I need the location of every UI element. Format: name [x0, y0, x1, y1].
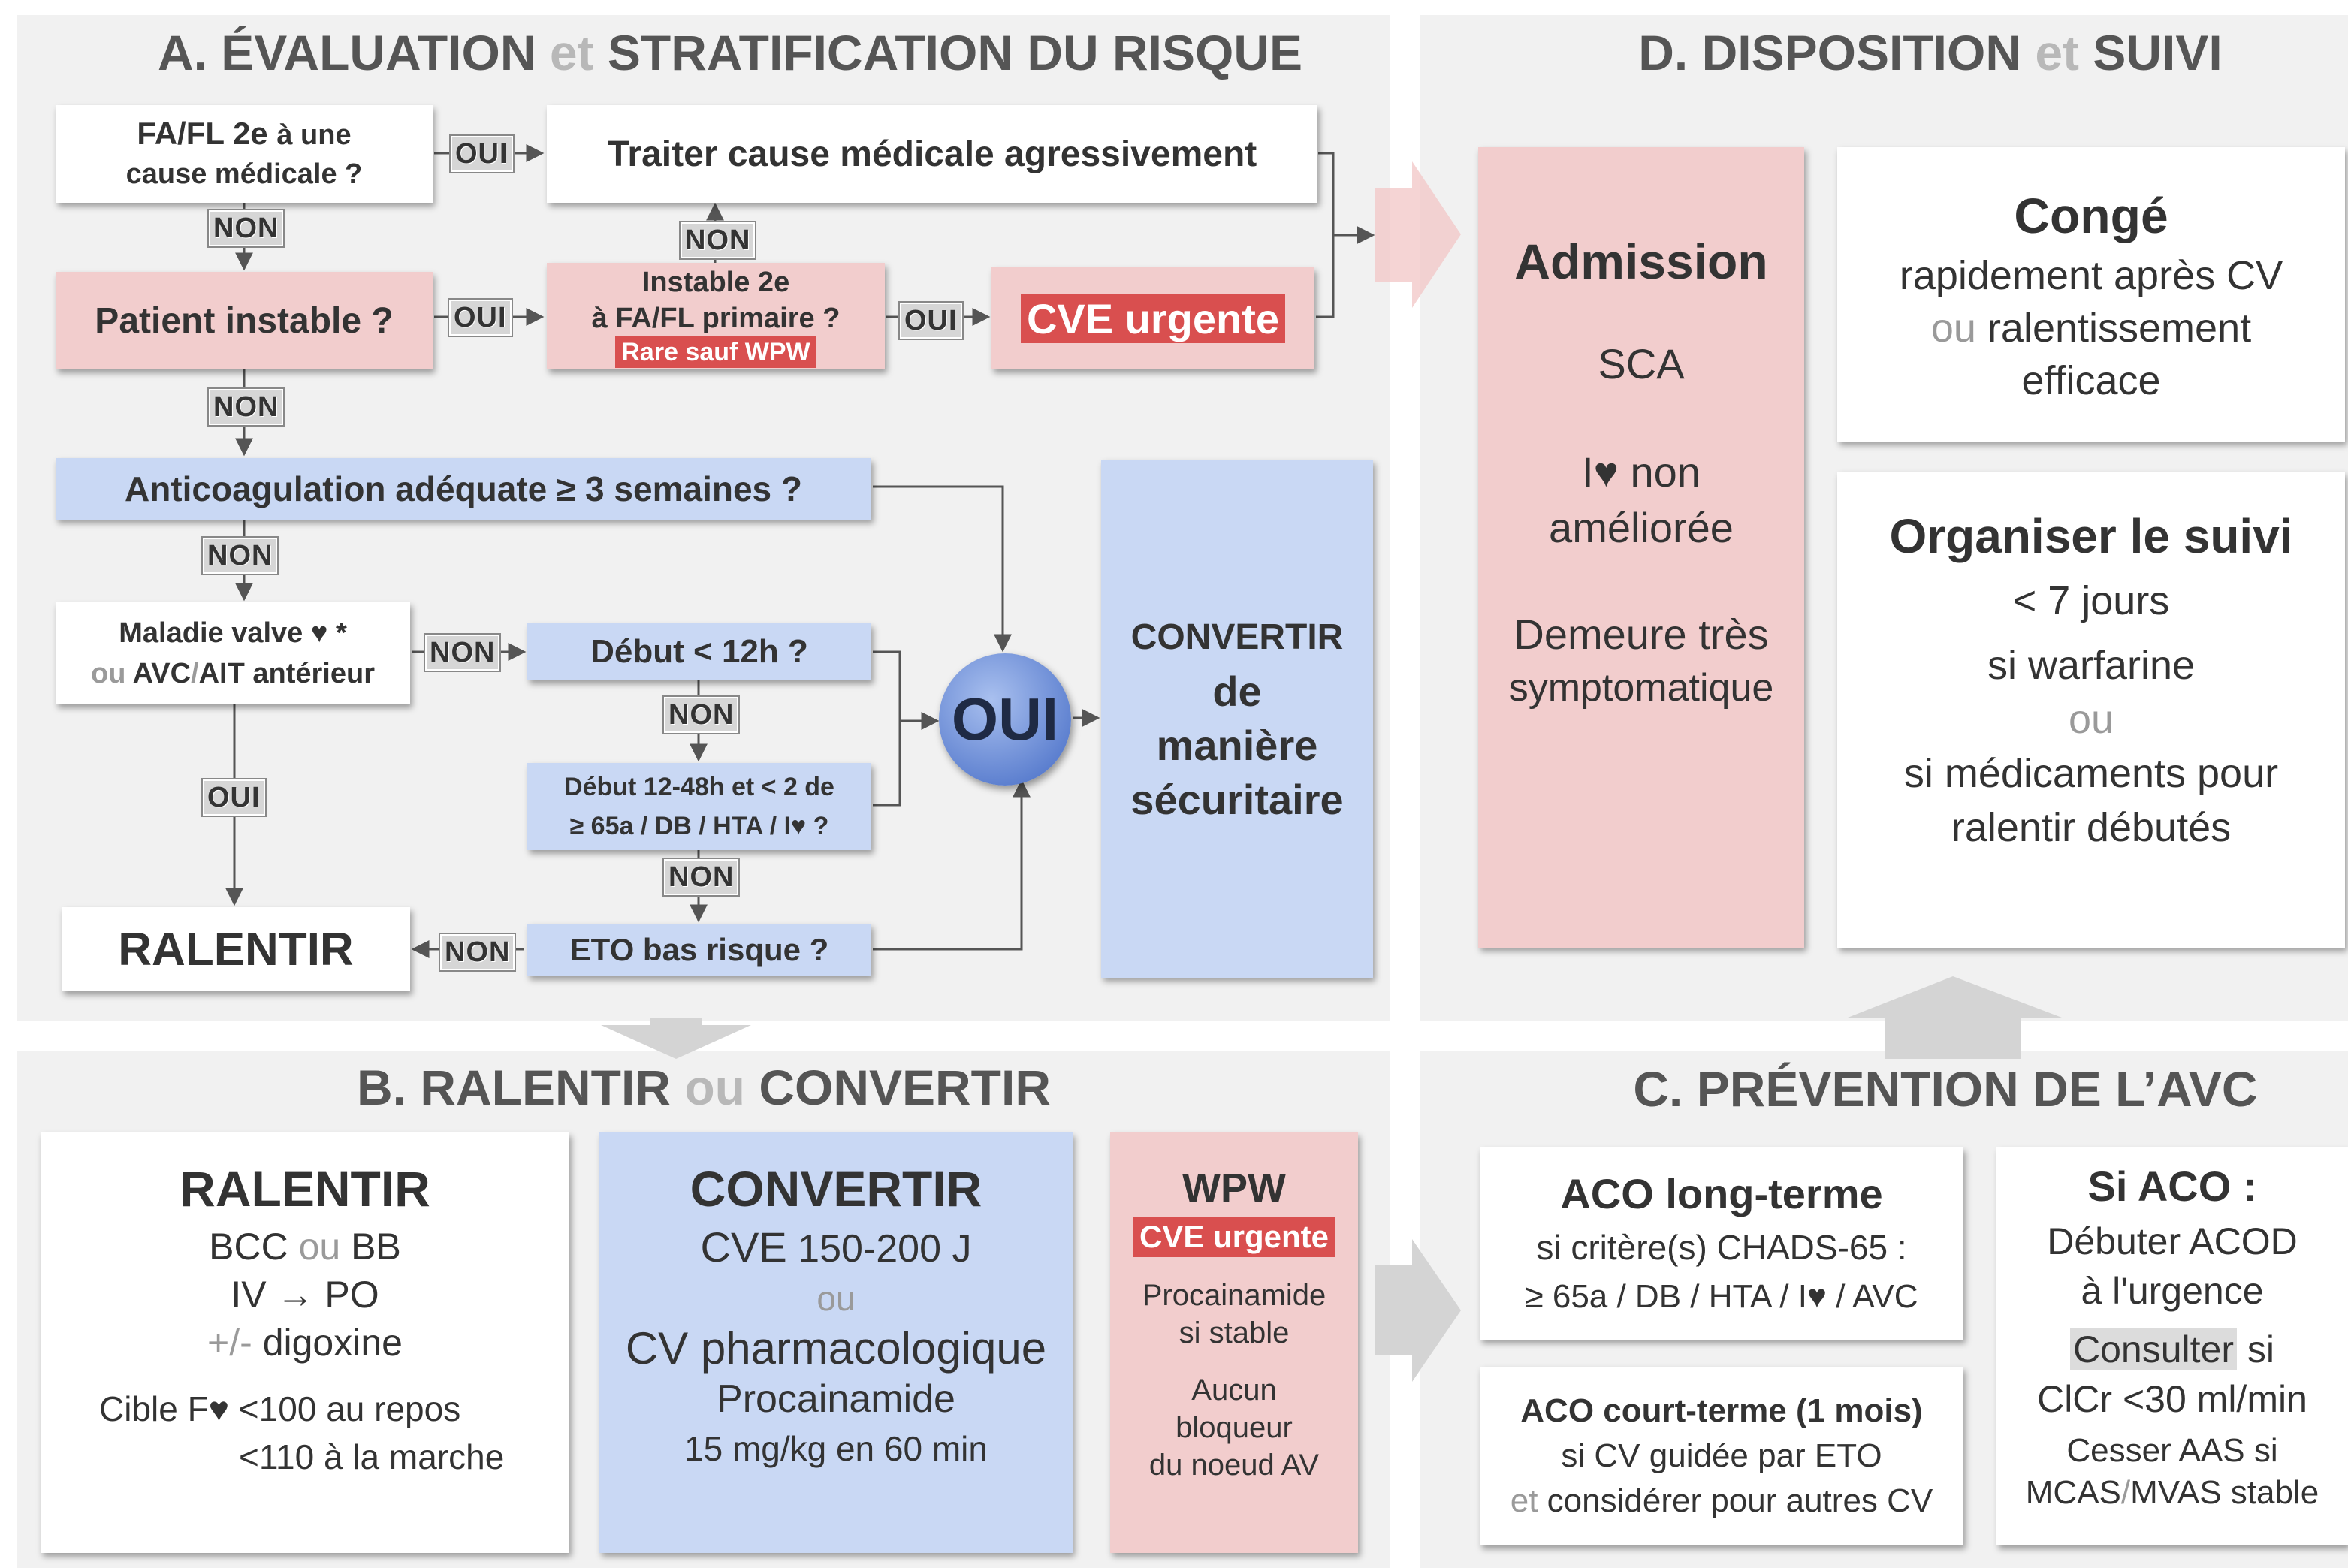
arrow-a-to-d	[1375, 161, 1461, 308]
label-non-2: NON	[681, 222, 756, 258]
panel-a-title: A. ÉVALUATION et STRATIFICATION DU RISQU…	[157, 25, 1303, 80]
arrow-c-to-d	[1848, 976, 2062, 1059]
aco-short-term-box: ACO court-terme (1 mois) si CV guidée pa…	[1480, 1367, 1963, 1545]
question-valve-disease: Maladie valve ♥ * ou AVC/AIT antérieur	[56, 602, 410, 704]
panel-d-title: D. DISPOSITION et SUIVI	[1638, 25, 2223, 80]
wpw-box: WPW CVE urgente Procainamide si stable A…	[1110, 1132, 1358, 1553]
panel-b-title: B. RALENTIR ou CONVERTIR	[357, 1060, 1051, 1115]
oui-circle: OUI	[939, 653, 1071, 786]
question-patient-unstable: Patient instable ?	[56, 272, 433, 369]
label-oui-3: OUI	[900, 303, 962, 339]
label-non-5: NON	[425, 635, 500, 671]
panel-c-title: C. PRÉVENTION DE L’AVC	[1633, 1061, 2258, 1117]
convertir-treatment-box: CONVERTIR CVE 150-200 J ou CV pharmacolo…	[599, 1132, 1073, 1553]
label-oui-2: OUI	[449, 300, 512, 336]
convert-safely-box: CONVERTIR de manière sécuritaire	[1101, 460, 1373, 978]
label-oui-1: OUI	[451, 136, 513, 172]
label-non-7: NON	[664, 859, 739, 895]
question-onset-12-48h: Début 12-48h et < 2 de ≥ 65a / DB / HTA …	[527, 763, 871, 850]
treat-medical-cause-box: Traiter cause médicale agressivement	[547, 105, 1317, 203]
question-medical-cause: FA/FL 2e à une cause médicale ?	[56, 105, 433, 203]
arrow-a-to-b	[601, 1018, 751, 1059]
question-primary-af: Instable 2e à FA/FL primaire ? Rare sauf…	[547, 263, 885, 369]
urgent-cardioversion-box: CVE urgente	[991, 267, 1314, 369]
question-eto-low-risk: ETO bas risque ?	[527, 924, 871, 976]
ralentir-outcome-box: RALENTIR	[62, 907, 410, 991]
organiser-suivi-box: Organiser le suivi < 7 jours si warfarin…	[1837, 472, 2345, 948]
admission-box: Admission SCA I♥ non améliorée Demeure t…	[1478, 147, 1804, 948]
label-non-3: NON	[209, 389, 284, 425]
label-non-8: NON	[440, 934, 515, 970]
label-non-1: NON	[209, 210, 284, 246]
label-non-4: NON	[203, 538, 278, 574]
label-non-6: NON	[664, 697, 739, 733]
question-anticoagulation: Anticoagulation adéquate ≥ 3 semaines ?	[56, 458, 871, 520]
ralentir-treatment-box: RALENTIR BCC ou BB IV → PO +/- digoxine …	[41, 1132, 569, 1553]
aco-long-term-box: ACO long-terme si critère(s) CHADS-65 : …	[1480, 1147, 1963, 1340]
question-onset-12h: Début < 12h ?	[527, 623, 871, 680]
si-aco-box: Si ACO : Débuter ACOD à l'urgence Consul…	[1996, 1147, 2348, 1545]
arrow-b-to-c	[1375, 1239, 1461, 1382]
conge-box: Congé rapidement après CV ou ralentissem…	[1837, 147, 2345, 442]
label-oui-4: OUI	[203, 779, 265, 816]
